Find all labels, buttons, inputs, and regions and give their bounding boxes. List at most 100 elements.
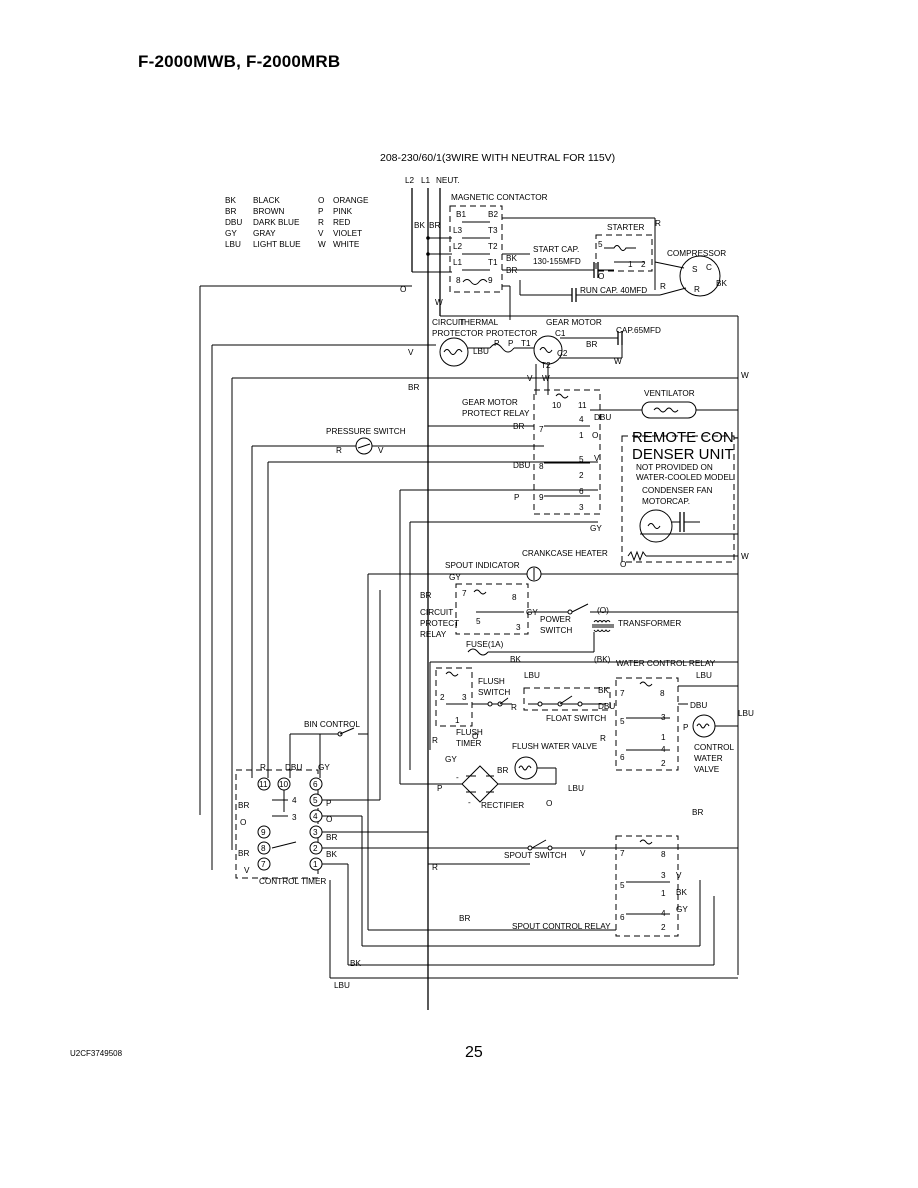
wire-label-w-right-1: W (741, 371, 749, 380)
circuit-protector-icon (439, 337, 469, 367)
wire-label-o-rectifier: O (546, 799, 552, 808)
bottom-return-wires (329, 880, 738, 979)
cpr-terminal-8: 8 (512, 593, 517, 602)
gmr-terminal-5: 5 (579, 455, 584, 464)
legend-code-v: V (318, 229, 324, 238)
circuit-protect-relay-label-1: CIRCUIT (420, 608, 453, 617)
flush-switch-label-1: FLUSH (478, 677, 505, 686)
contactor-terminal-b2: B2 (488, 210, 498, 219)
supply-line-neutral: NEUT. (436, 176, 460, 185)
rectifier-icon (400, 765, 557, 803)
cpr-terminal-7: 7 (462, 589, 467, 598)
legend-code-p: P (318, 207, 324, 216)
gmr-terminal-2: 2 (579, 471, 584, 480)
gear-motor-lead-p2: P (508, 339, 514, 348)
wire-label-p-relay: P (514, 493, 520, 502)
wire-label-lbu-right: LBU (738, 709, 754, 718)
timer-terminal-3: 3 (313, 828, 318, 837)
scr-terminal-6: 6 (620, 913, 625, 922)
timer-terminal-9: 9 (261, 828, 266, 837)
wire-label-r-spout: R (432, 863, 438, 872)
wire-label-lbu-rectifier: LBU (568, 784, 584, 793)
wire-label-w-right-2: W (741, 552, 749, 561)
compressor-terminal-c: C (706, 263, 712, 272)
wire-label-br-relay: BR (513, 422, 524, 431)
remote-condenser-unit: REMOTE CON- DENSER UNIT NOT PROVIDED ON … (621, 429, 739, 563)
condenser-fan-motor-icon (639, 509, 673, 543)
wcr-terminal-6: 6 (620, 753, 625, 762)
page-number: 25 (465, 1044, 483, 1061)
left-rail-wires (199, 285, 738, 870)
remote-note-2: WATER-COOLED MODEL (636, 473, 734, 482)
cap-65-label: CAP.65MFD (616, 326, 661, 335)
wire-label-br-t1: BR (506, 266, 517, 275)
starter-label: STARTER (607, 223, 645, 232)
gear-motor-relay-label-2: PROTECT RELAY (462, 409, 530, 418)
wire-label-o-timer: O (240, 818, 246, 827)
legend-name-p: PINK (333, 207, 353, 216)
thermal-protector-label-1: THERMAL (459, 318, 499, 327)
legend-code-bk: BK (225, 196, 236, 205)
compressor-icon: S C R (654, 255, 721, 297)
legend-code-br: BR (225, 207, 236, 216)
supply-wires (411, 188, 739, 1010)
timer-terminal-10: 10 (279, 780, 289, 789)
wire-label-gy-timer: GY (318, 763, 330, 772)
starter-terminal-1: 1 (628, 260, 633, 269)
water-control-relay-label: WATER CONTROL RELAY (616, 659, 716, 668)
wire-label-r-flush-timer: R (432, 736, 438, 745)
footer-code: U2CF3749508 (70, 1049, 123, 1058)
timer-terminal-6: 6 (313, 780, 318, 789)
gmr-terminal-7: 7 (539, 425, 544, 434)
legend-name-bk: BLACK (253, 196, 280, 205)
wire-label-bk-timer: BK (326, 850, 337, 859)
pressure-switch-icon (252, 437, 544, 455)
timer-terminal-11: 11 (259, 780, 268, 789)
timer-terminal-1: 1 (313, 860, 318, 869)
wire-label-v-spout-switch: V (580, 849, 586, 858)
circuit-protector-label-1: CIRCUIT (432, 318, 465, 327)
wire-label-r-wcr: R (600, 734, 606, 743)
flush-timer-label-1: FLUSH (456, 728, 483, 737)
flush-timer: 2 3 1 (429, 661, 738, 750)
circuit-protect-relay: 7 8 5 3 (455, 583, 570, 635)
gmr-terminal-11: 11 (578, 401, 587, 410)
timer-switch-terminal-4: 4 (292, 796, 297, 805)
supply-line-l1: L1 (421, 176, 431, 185)
fuse-icon (467, 632, 595, 656)
wire-label-br-timer-1: BR (238, 801, 249, 810)
starter: STARTER 5 1 2 (595, 218, 656, 290)
rectifier-terminal-dash: - (468, 798, 471, 807)
wire-label-gy-relay: GY (590, 524, 602, 533)
flush-switch-icon (472, 697, 512, 707)
wire-label-dbu-timer: DBU (285, 763, 302, 772)
control-water-valve-label-1: CONTROL (694, 743, 734, 752)
legend-name-w: WHITE (333, 240, 360, 249)
wire-label-o-crankcase: O (620, 560, 626, 569)
wire-label-v-timer: V (244, 866, 250, 875)
wire-label-p-wcr: P (683, 723, 689, 732)
ventilator-icon (641, 401, 697, 419)
flush-timer-terminal-2: 2 (440, 693, 445, 702)
flush-timer-label-2: TIMER (456, 739, 482, 748)
wire-label-v-relay: V (527, 374, 533, 383)
starter-terminal-5: 5 (598, 240, 603, 249)
wire-label-dbu-wcr-right: DBU (690, 701, 707, 710)
wire-label-bk-transformer: (BK) (594, 655, 611, 664)
scr-terminal-2: 2 (661, 923, 666, 932)
power-switch-label-1: POWER (540, 615, 571, 624)
wire-label-v-scr: V (676, 871, 682, 880)
water-control-relay: 7 8 5 3 1 6 4 2 (615, 677, 738, 771)
remote-note-1: NOT PROVIDED ON (636, 463, 713, 472)
gear-motor-label: GEAR MOTOR (546, 318, 602, 327)
wire-label-gy-cpr: GY (526, 608, 538, 617)
wire-label-dbu-relay: DBU (594, 413, 611, 422)
wire-label-gy-spout: GY (449, 573, 461, 582)
wire-label-bk-fuse: BK (510, 655, 521, 664)
wire-label-lbu-bottom: LBU (334, 981, 350, 990)
supply-line-l2: L2 (405, 176, 415, 185)
condenser-fan-label: CONDENSER FAN (642, 486, 713, 495)
circuit-protect-relay-label-3: RELAY (420, 630, 447, 639)
wire-label-r-top: R (655, 219, 661, 228)
legend-name-v: VIOLET (333, 229, 362, 238)
